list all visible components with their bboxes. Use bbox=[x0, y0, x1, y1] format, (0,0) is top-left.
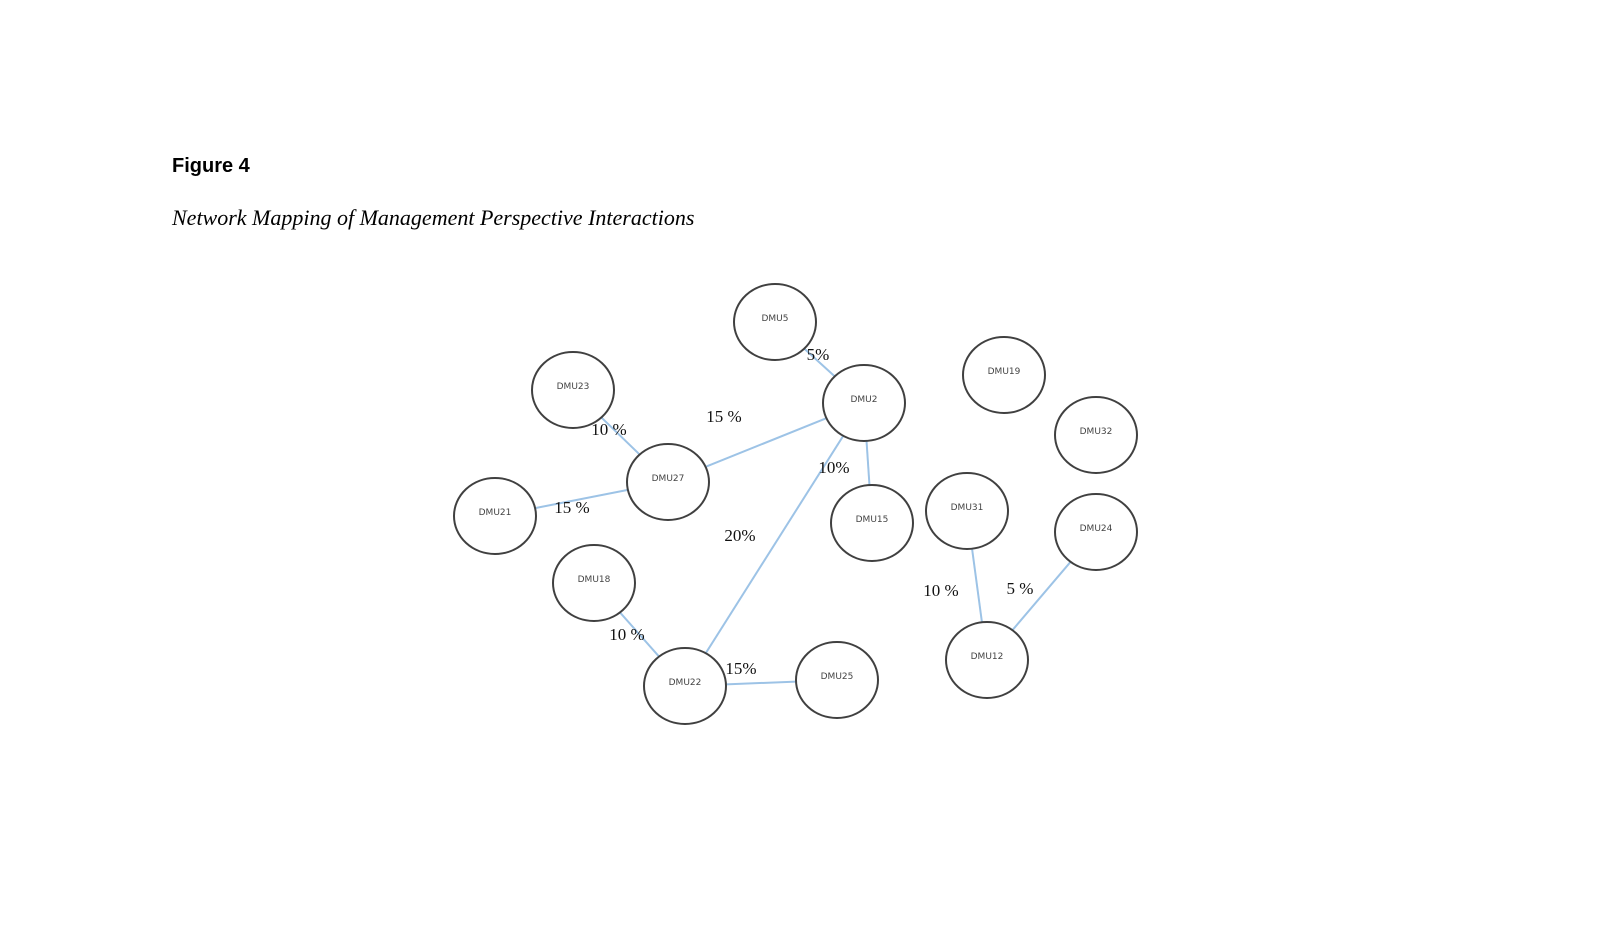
node-label: DMU12 bbox=[971, 652, 1004, 662]
node-circle bbox=[626, 443, 710, 521]
node-label: DMU21 bbox=[479, 508, 512, 518]
edge-dmu27-dmu2 bbox=[705, 417, 827, 468]
node-dmu5: DMU5 bbox=[733, 283, 817, 361]
figure-title: Network Mapping of Management Perspectiv… bbox=[172, 205, 695, 230]
edge-label: 10 % bbox=[923, 581, 958, 600]
node-label: DMU25 bbox=[821, 672, 854, 682]
node-circle bbox=[962, 336, 1046, 414]
node-label: DMU22 bbox=[669, 678, 702, 688]
edges-group bbox=[534, 347, 1072, 686]
edge-label: 20% bbox=[724, 526, 755, 545]
node-circle bbox=[945, 621, 1029, 699]
node-dmu21: DMU21 bbox=[453, 477, 537, 555]
node-dmu27: DMU27 bbox=[626, 443, 710, 521]
node-circle bbox=[552, 544, 636, 622]
node-label: DMU24 bbox=[1080, 524, 1113, 534]
edge-dmu31-dmu12 bbox=[971, 548, 983, 623]
node-label: DMU27 bbox=[652, 474, 685, 484]
figure-number: Figure 4 bbox=[172, 155, 250, 177]
edge-dmu23-dmu27 bbox=[600, 416, 641, 456]
edge-dmu22-dmu25 bbox=[725, 680, 797, 686]
node-dmu15: DMU15 bbox=[830, 484, 914, 562]
node-circle bbox=[925, 472, 1009, 550]
edge-label: 10 % bbox=[591, 420, 626, 439]
node-circle bbox=[733, 283, 817, 361]
node-dmu24: DMU24 bbox=[1054, 493, 1138, 571]
node-dmu25: DMU25 bbox=[795, 641, 879, 719]
node-circle bbox=[830, 484, 914, 562]
edge-label: 5 % bbox=[1007, 579, 1034, 598]
node-circle bbox=[822, 364, 906, 442]
node-label: DMU2 bbox=[850, 395, 877, 405]
node-dmu18: DMU18 bbox=[552, 544, 636, 622]
node-circle bbox=[531, 351, 615, 429]
edge-dmu2-dmu22 bbox=[704, 435, 845, 654]
edge-dmu2-dmu15 bbox=[865, 440, 871, 486]
node-circle bbox=[795, 641, 879, 719]
node-label: DMU31 bbox=[951, 503, 984, 513]
edge-dmu24-dmu12 bbox=[1011, 561, 1072, 631]
node-circle bbox=[643, 647, 727, 725]
node-label: DMU15 bbox=[856, 515, 889, 525]
edge-labels-group: 5% 10 % 15 % 15 % 10% 20% 10 % 15% 10 % 5 % bbox=[554, 345, 1033, 678]
node-circle bbox=[1054, 396, 1138, 474]
node-circle bbox=[1054, 493, 1138, 571]
node-dmu32: DMU32 bbox=[1054, 396, 1138, 474]
node-label: DMU19 bbox=[988, 367, 1021, 377]
edge-label: 10 % bbox=[609, 625, 644, 644]
node-dmu2: DMU2 bbox=[822, 364, 906, 442]
edge-dmu18-dmu22 bbox=[619, 611, 660, 658]
edge-label: 15 % bbox=[554, 498, 589, 517]
node-circle bbox=[453, 477, 537, 555]
node-dmu12: DMU12 bbox=[945, 621, 1029, 699]
node-label: DMU32 bbox=[1080, 427, 1113, 437]
node-dmu19: DMU19 bbox=[962, 336, 1046, 414]
edge-label: 10% bbox=[818, 458, 849, 477]
edge-label: 5% bbox=[807, 345, 830, 364]
node-label: DMU23 bbox=[557, 382, 590, 392]
node-dmu31: DMU31 bbox=[925, 472, 1009, 550]
edge-label: 15% bbox=[725, 659, 756, 678]
node-dmu22: DMU22 bbox=[643, 647, 727, 725]
edge-dmu21-dmu27 bbox=[534, 488, 629, 510]
node-label: DMU5 bbox=[761, 314, 788, 324]
node-dmu23: DMU23 bbox=[531, 351, 615, 429]
edge-dmu5-dmu2 bbox=[803, 347, 836, 378]
edge-label: 15 % bbox=[706, 407, 741, 426]
node-label: DMU18 bbox=[578, 575, 611, 585]
